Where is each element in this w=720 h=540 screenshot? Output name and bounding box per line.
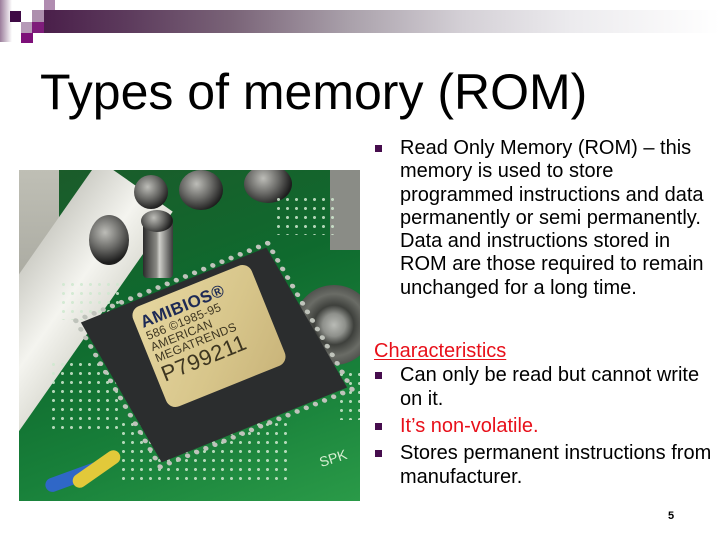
corner-square — [10, 11, 21, 22]
corner-square — [21, 22, 33, 33]
capacitor — [89, 215, 129, 265]
capacitor — [134, 175, 168, 209]
corner-square — [21, 33, 33, 43]
slide-body: Read Only Memory (ROM) – this memory is … — [374, 137, 714, 493]
square-bullet-icon — [375, 450, 382, 458]
square-bullet-icon — [375, 422, 382, 430]
square-bullet-icon — [375, 145, 382, 152]
square-bullet-icon — [375, 372, 382, 380]
characteristic-item: Can only be read but cannot write on it. — [374, 364, 714, 411]
characteristics-heading: Characteristics — [374, 340, 507, 363]
header-gradient-bar — [44, 10, 720, 33]
corner-square — [32, 22, 44, 33]
characteristic-item: It’s non-volatile. — [374, 415, 714, 438]
capacitor-top — [141, 210, 173, 232]
bios-chip-photo: AMIBIOS® 586 ©1985-95 AMERICAN MEGATREND… — [19, 170, 360, 501]
corner-square — [32, 10, 44, 22]
characteristics-list: Can only be read but cannot write on it.… — [374, 364, 714, 488]
pcb-components — [274, 195, 334, 235]
intro-bullet: Read Only Memory (ROM) – this memory is … — [374, 137, 714, 300]
board-marking: SPK — [317, 446, 349, 470]
corner-fade — [0, 0, 12, 42]
slide-title: Types of memory (ROM) — [40, 64, 588, 120]
characteristic-text: Can only be read but cannot write on it. — [400, 364, 700, 410]
corner-square — [44, 0, 55, 11]
pcb-components — [49, 360, 119, 430]
characteristic-text: It’s non-volatile. — [400, 414, 539, 437]
characteristic-item: Stores permanent instructions from manuf… — [374, 442, 714, 489]
photo-background-gray-right — [330, 170, 360, 250]
capacitor — [179, 170, 223, 210]
page-number: 5 — [668, 510, 675, 522]
intro-text: Read Only Memory (ROM) – this memory is … — [400, 137, 704, 299]
characteristic-text: Stores permanent instructions from manuf… — [400, 442, 712, 488]
